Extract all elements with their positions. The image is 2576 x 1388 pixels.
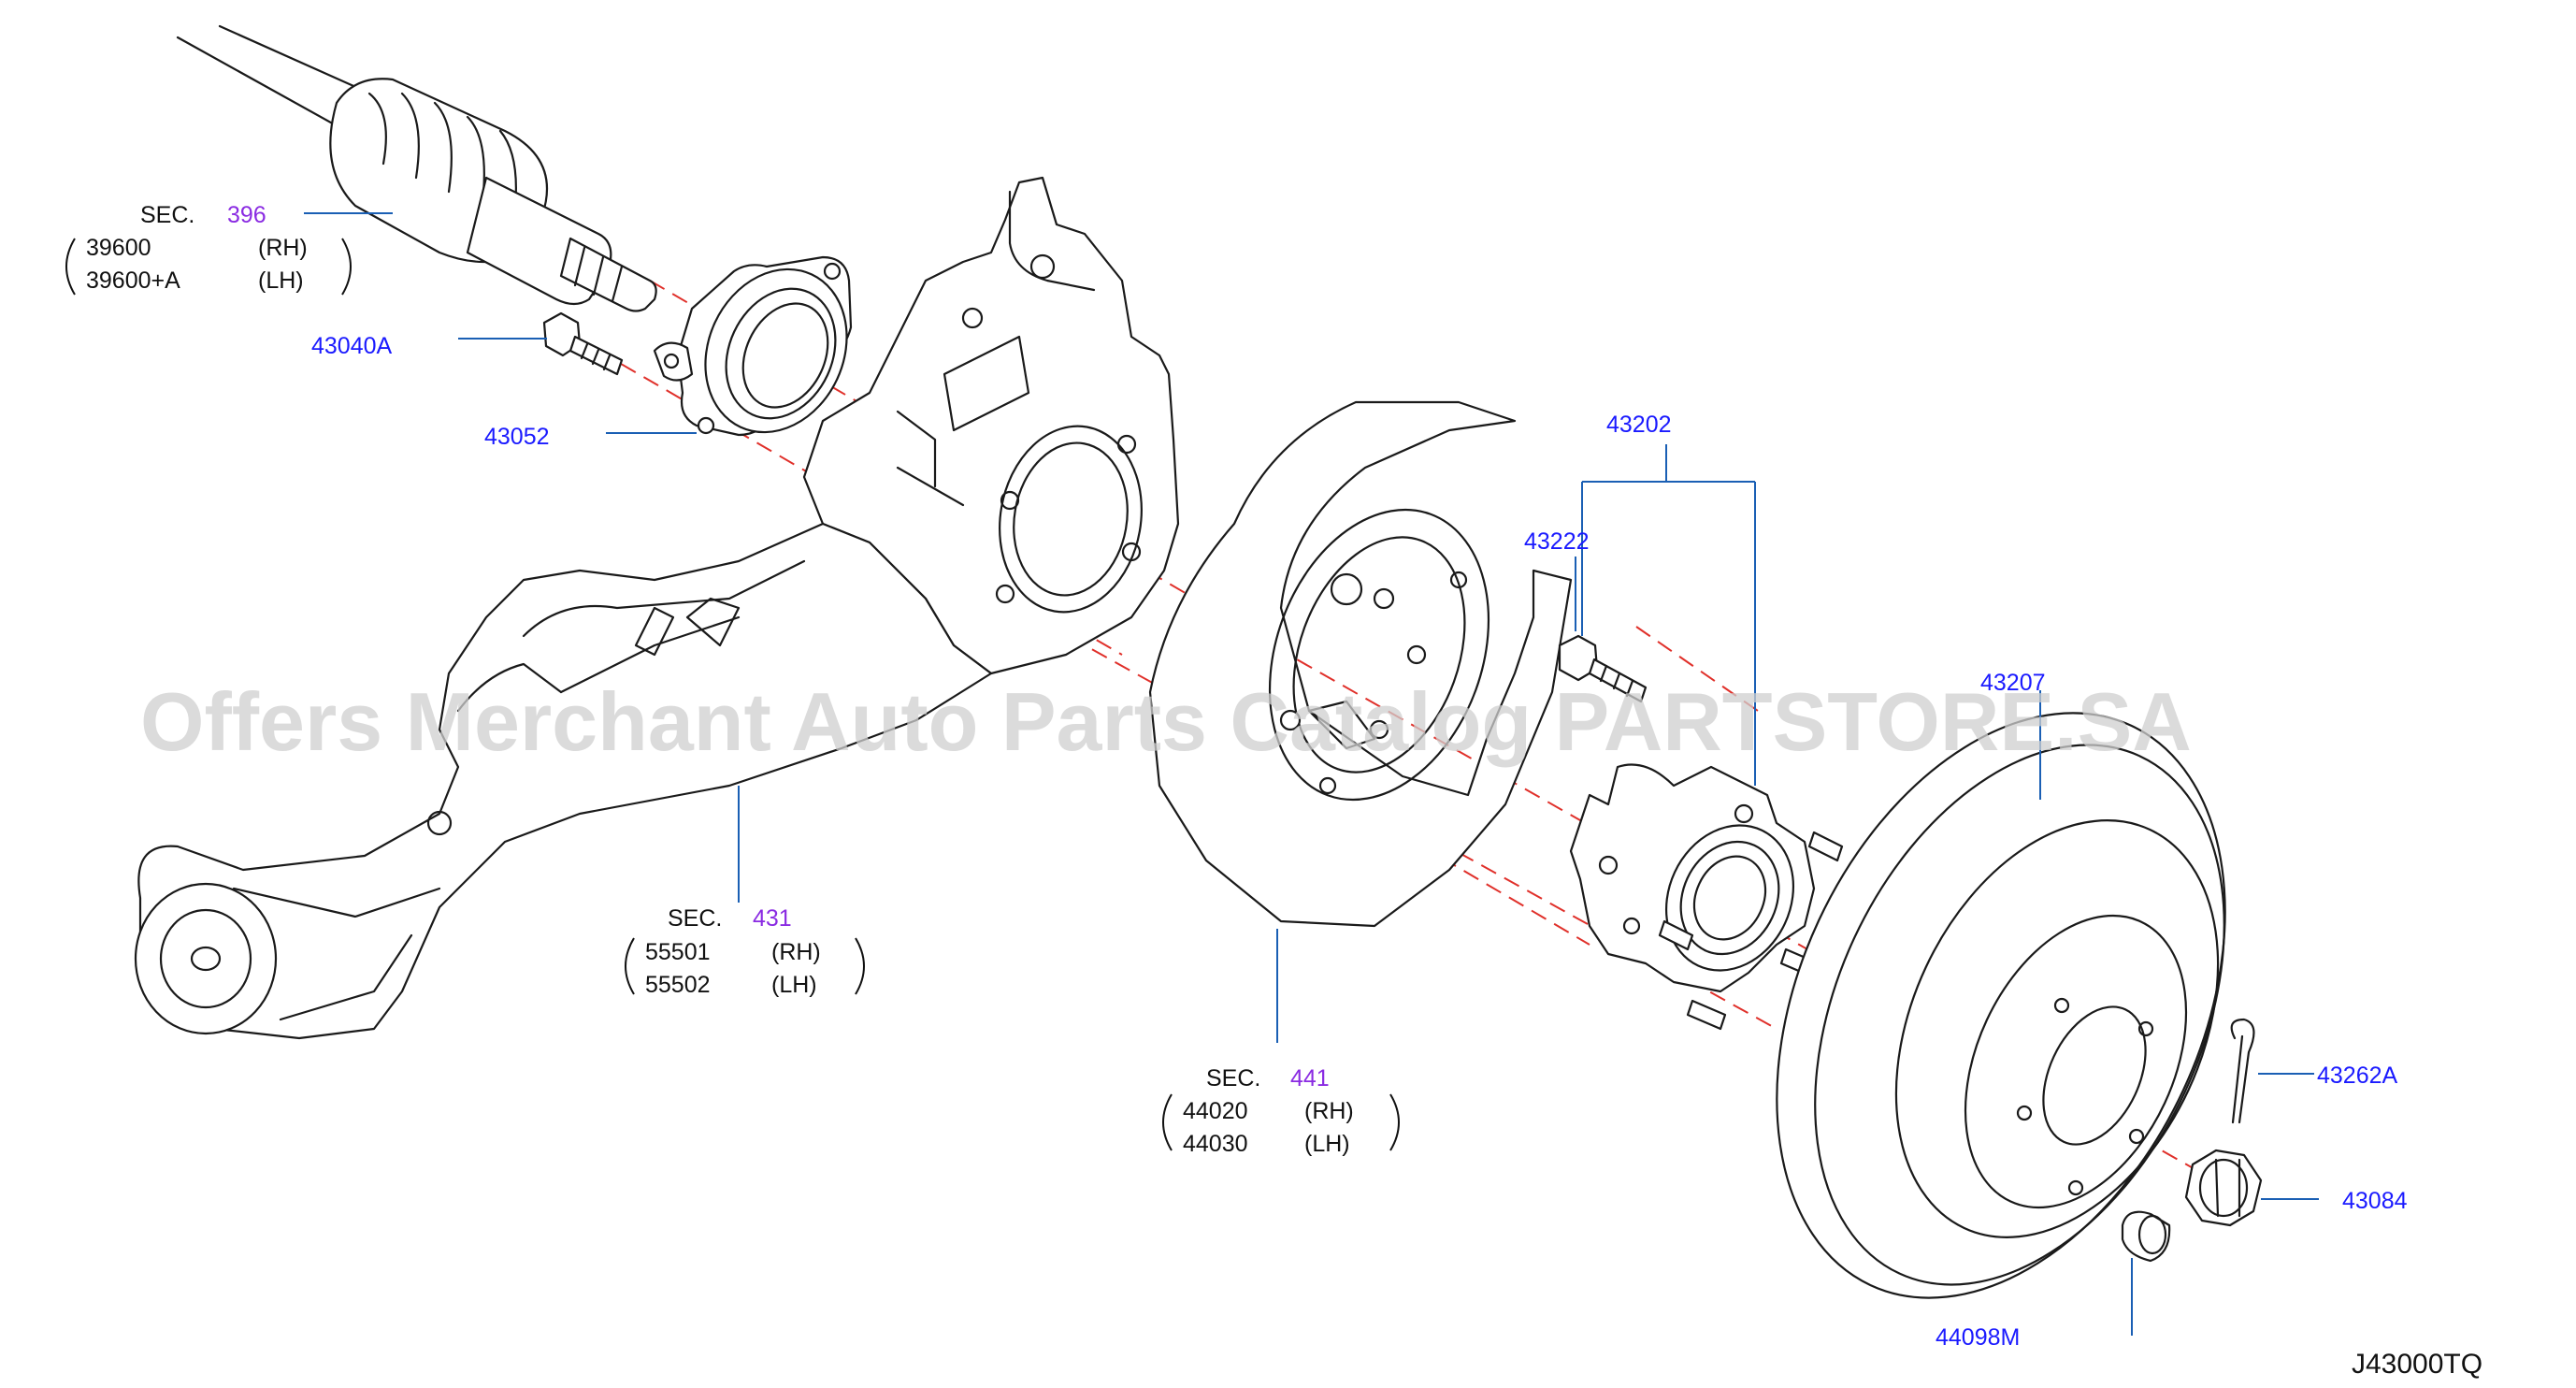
drive-shaft-drawing: [176, 24, 657, 312]
sec-431-part-lh: 55502: [645, 972, 711, 998]
sec-396-side-lh: (LH): [258, 267, 304, 294]
sec-441-part-rh: 44020: [1183, 1098, 1248, 1124]
part-number-labels: 43040A 43052 43202 43222 43207 43262A 43…: [311, 333, 2408, 1351]
callout-sec-431: SEC. 431 55501 (RH) 55502 (LH): [645, 905, 821, 998]
sec-396-part-rh: 39600: [86, 235, 151, 261]
part-label-44098m[interactable]: 44098M: [1936, 1324, 2020, 1351]
hub-nut-drawing: [2184, 1149, 2263, 1227]
sec-396-part-lh: 39600+A: [86, 267, 180, 294]
bearing-flange-43052-drawing: [653, 255, 853, 437]
callout-sec-441: SEC. 441 44020 (RH) 44030 (LH): [1183, 1065, 1354, 1157]
suspension-arm-drawing: [134, 522, 993, 1040]
part-label-43084[interactable]: 43084: [2342, 1188, 2408, 1214]
sec-441-side-rh: (RH): [1304, 1098, 1354, 1124]
watermark-text: Offers Merchant Auto Parts Catalog PARTS…: [140, 675, 2192, 768]
sec-431-side-rh: (RH): [771, 939, 821, 965]
sec-431-side-lh: (LH): [771, 972, 817, 998]
bolt-43040a-drawing: [542, 311, 624, 376]
diagram-code: J43000TQ: [2352, 1349, 2482, 1380]
part-label-43262a[interactable]: 43262A: [2317, 1063, 2398, 1089]
sec-396-prefix: SEC.: [140, 202, 194, 228]
sec-441-ref[interactable]: 441: [1290, 1065, 1330, 1092]
sec-441-part-lh: 44030: [1183, 1131, 1248, 1157]
cotter-pin-drawing: [2230, 1018, 2255, 1124]
hub-assembly-drawing: [1569, 763, 1844, 1031]
brake-disc-drawing: [1776, 712, 2226, 1299]
part-label-43052[interactable]: 43052: [484, 424, 550, 450]
part-label-43207[interactable]: 43207: [1980, 670, 2046, 696]
part-label-43202[interactable]: 43202: [1606, 412, 1672, 438]
callout-sec-396: SEC. 396 39600 (RH) 39600+A (LH): [86, 202, 308, 294]
sec-431-part-rh: 55501: [645, 939, 711, 965]
sec-441-side-lh: (LH): [1304, 1131, 1350, 1157]
cap-drawing: [2121, 1210, 2171, 1263]
callout-brackets: [65, 238, 1400, 1151]
bolt-43222-drawing: [1558, 634, 1648, 703]
backing-plate-drawing: [1148, 400, 1573, 928]
sec-431-prefix: SEC.: [668, 905, 722, 932]
sec-396-ref[interactable]: 396: [227, 202, 266, 228]
leader-lines: [304, 212, 2319, 1336]
sec-441-prefix: SEC.: [1206, 1065, 1260, 1092]
part-label-43040a[interactable]: 43040A: [311, 333, 393, 359]
sec-396-side-rh: (RH): [258, 235, 308, 261]
sec-431-ref[interactable]: 431: [753, 905, 792, 932]
part-label-43222[interactable]: 43222: [1524, 528, 1590, 555]
